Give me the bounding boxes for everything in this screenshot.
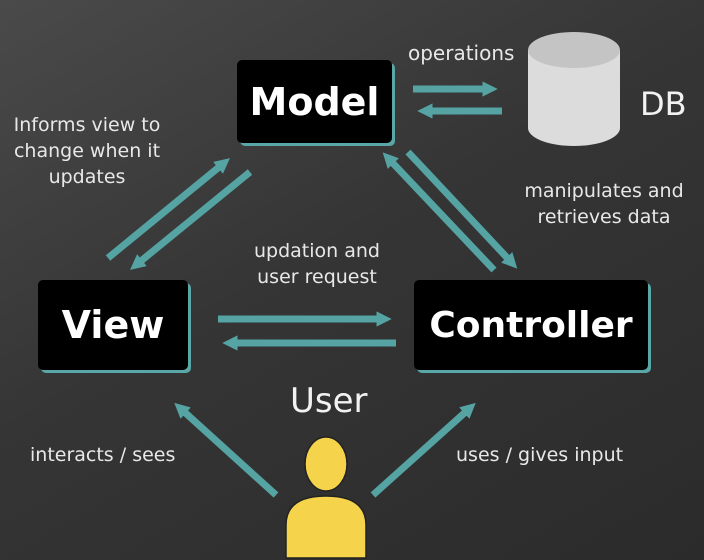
model-node: Model xyxy=(237,60,392,143)
arrow-view-to-model xyxy=(105,158,230,261)
arrow-controller-to-model xyxy=(382,152,497,273)
uses-input-label: uses / gives input xyxy=(456,444,624,466)
controller-node: Controller xyxy=(414,280,648,370)
arrow-user-to-view xyxy=(174,402,279,498)
user-arrows xyxy=(174,402,476,498)
updation-request-label: updation and user request xyxy=(254,240,380,289)
model-view-arrows xyxy=(105,158,253,270)
arrow-user-to-controller xyxy=(370,402,476,498)
informs-view-label: Informs view to change when it updates xyxy=(13,114,161,189)
arrow-model-to-controller xyxy=(405,149,518,269)
controller-label: Controller xyxy=(429,304,633,346)
view-node: View xyxy=(38,280,188,370)
operations-label: operations xyxy=(408,41,515,65)
database-cylinder-icon xyxy=(528,32,620,146)
db-label: DB xyxy=(640,85,687,123)
model-controller-arrows xyxy=(382,149,518,273)
view-controller-arrows xyxy=(218,311,396,351)
model-label: Model xyxy=(249,79,380,124)
user-person-icon xyxy=(285,436,367,559)
manipulates-data-label: manipulates and retrieves data xyxy=(524,180,684,229)
user-label: User xyxy=(290,381,368,421)
arrow-model-to-view xyxy=(130,169,253,270)
model-db-arrows xyxy=(413,81,502,119)
view-label: View xyxy=(61,303,165,347)
interacts-sees-label: interacts / sees xyxy=(30,444,176,466)
